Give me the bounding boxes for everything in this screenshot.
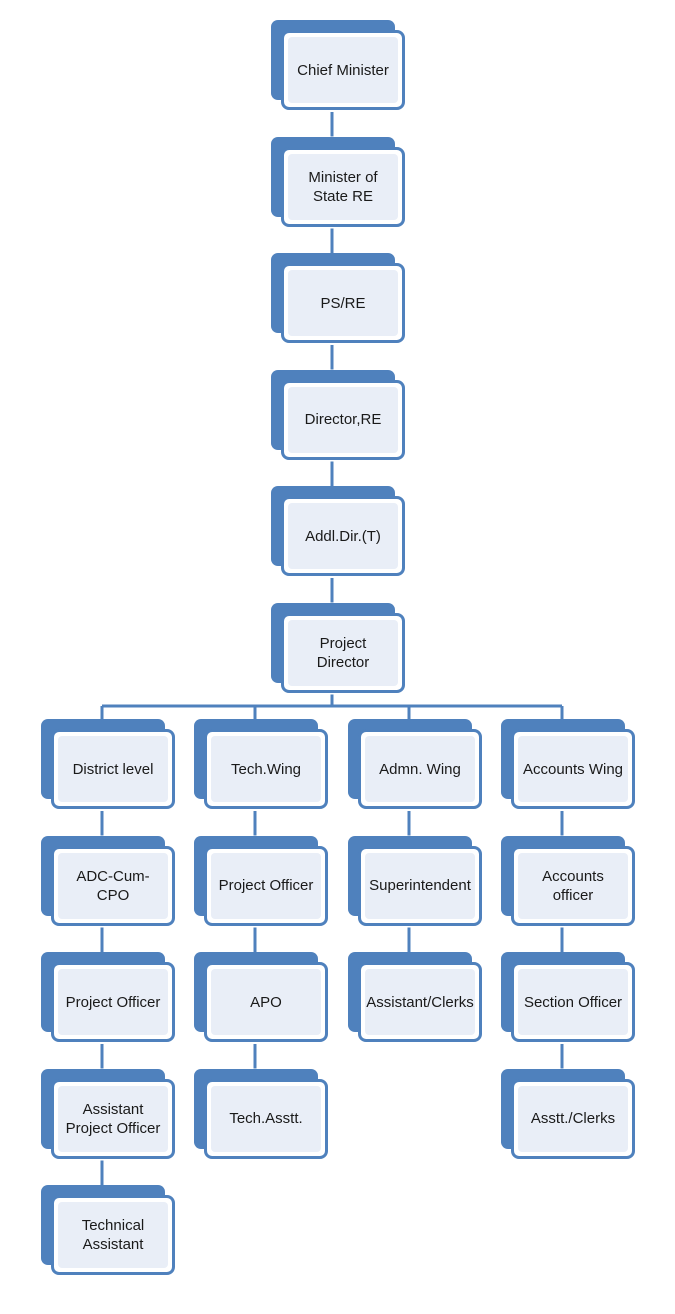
- node-label: Asstt./Clerks: [530, 1110, 616, 1127]
- node-label: District level: [72, 760, 154, 778]
- node-adc-cum-cpo: ADC-Cum-CPO: [41, 835, 179, 928]
- node-label: Tech.Asstt.: [229, 1110, 303, 1127]
- node-label: Project Officer: [218, 877, 314, 894]
- node-tech-wing: Tech.Wing: [194, 719, 332, 811]
- node-label: ADC-Cum-CPO: [76, 867, 150, 904]
- node-minister-of-state-re: Minister of State RE: [271, 136, 409, 229]
- node-box: Superintendent: [358, 845, 482, 926]
- node-box: Project Officer: [204, 845, 328, 926]
- node-inner: ADC-Cum-CPO: [58, 852, 168, 919]
- node-label: Accounts officer: [542, 867, 604, 904]
- node-box: Project Director: [281, 612, 405, 693]
- node-inner: Tech.Asstt.: [211, 1085, 321, 1152]
- node-label: Addl.Dir.(T): [305, 527, 381, 545]
- node-inner: APO: [211, 969, 321, 1035]
- node-box: Asstt./Clerks: [511, 1078, 635, 1159]
- node-section-officer: Section Officer: [501, 952, 639, 1044]
- node-box: District level: [51, 729, 175, 809]
- node-inner: Accounts officer: [518, 852, 628, 919]
- node-asstt-clerks: Asstt./Clerks: [501, 1068, 639, 1161]
- node-inner: Project Director: [288, 619, 398, 686]
- node-box: Addl.Dir.(T): [281, 496, 405, 576]
- node-box: Assistant/Clerks: [358, 962, 482, 1042]
- node-inner: Chief Minister: [288, 37, 398, 103]
- node-accounts-wing: Accounts Wing: [501, 719, 639, 811]
- node-inner: Superintendent: [365, 852, 475, 919]
- node-chief-minister: Chief Minister: [271, 20, 409, 112]
- node-box: Accounts Wing: [511, 729, 635, 809]
- node-box: PS/RE: [281, 263, 405, 343]
- node-box: ADC-Cum-CPO: [51, 845, 175, 926]
- node-inner: Accounts Wing: [518, 736, 628, 802]
- node-box: Project Officer: [51, 962, 175, 1042]
- node-box: Accounts officer: [511, 845, 635, 926]
- node-inner: Assistant/Clerks: [365, 969, 475, 1035]
- node-assistant-clerks: Assistant/Clerks: [348, 952, 486, 1044]
- node-admn-wing: Admn. Wing: [348, 719, 486, 811]
- node-box: Assistant Project Officer: [51, 1078, 175, 1159]
- node-box: Technical Assistant: [51, 1195, 175, 1275]
- node-label: Chief Minister: [297, 61, 389, 79]
- node-label: Admn. Wing: [379, 760, 461, 778]
- node-label: Minister of State RE: [308, 168, 378, 205]
- node-accounts-officer: Accounts officer: [501, 835, 639, 928]
- node-inner: Asstt./Clerks: [518, 1085, 628, 1152]
- node-label: Superintendent: [369, 877, 471, 894]
- node-box: Director,RE: [281, 379, 405, 460]
- node-box: Minister of State RE: [281, 146, 405, 227]
- node-inner: Assistant Project Officer: [58, 1085, 168, 1152]
- node-inner: Director,RE: [288, 386, 398, 453]
- node-inner: Project Officer: [58, 969, 168, 1035]
- node-label: Assistant/Clerks: [366, 993, 474, 1011]
- node-assistant-project-officer: Assistant Project Officer: [41, 1068, 179, 1161]
- node-project-officer-district: Project Officer: [41, 952, 179, 1044]
- node-box: Tech.Asstt.: [204, 1078, 328, 1159]
- node-inner: Minister of State RE: [288, 153, 398, 220]
- node-box: Tech.Wing: [204, 729, 328, 809]
- node-label: APO: [250, 993, 282, 1011]
- node-label: Director,RE: [304, 411, 382, 428]
- node-superintendent: Superintendent: [348, 835, 486, 928]
- node-box: Admn. Wing: [358, 729, 482, 809]
- node-project-director: Project Director: [271, 602, 409, 695]
- node-label: Project Director: [316, 634, 370, 671]
- node-label: Assistant Project Officer: [65, 1100, 161, 1137]
- node-box: Chief Minister: [281, 30, 405, 110]
- node-label: Tech.Wing: [230, 760, 302, 778]
- node-apo: APO: [194, 952, 332, 1044]
- node-inner: PS/RE: [288, 270, 398, 336]
- node-technical-assistant: Technical Assistant: [41, 1185, 179, 1277]
- node-label: Technical Assistant: [81, 1217, 145, 1253]
- node-label: PS/RE: [320, 294, 366, 312]
- node-project-officer-tech: Project Officer: [194, 835, 332, 928]
- node-ps-re: PS/RE: [271, 253, 409, 345]
- node-label: Project Officer: [65, 993, 161, 1011]
- node-inner: Addl.Dir.(T): [288, 503, 398, 569]
- node-box: APO: [204, 962, 328, 1042]
- node-inner: District level: [58, 736, 168, 802]
- node-director-re: Director,RE: [271, 369, 409, 462]
- node-inner: Project Officer: [211, 852, 321, 919]
- node-tech-asstt: Tech.Asstt.: [194, 1068, 332, 1161]
- node-inner: Tech.Wing: [211, 736, 321, 802]
- node-inner: Admn. Wing: [365, 736, 475, 802]
- node-district-level: District level: [41, 719, 179, 811]
- node-inner: Section Officer: [518, 969, 628, 1035]
- node-box: Section Officer: [511, 962, 635, 1042]
- node-label: Accounts Wing: [522, 760, 624, 778]
- node-addl-dir-t: Addl.Dir.(T): [271, 486, 409, 578]
- node-label: Section Officer: [523, 993, 623, 1011]
- node-inner: Technical Assistant: [58, 1202, 168, 1268]
